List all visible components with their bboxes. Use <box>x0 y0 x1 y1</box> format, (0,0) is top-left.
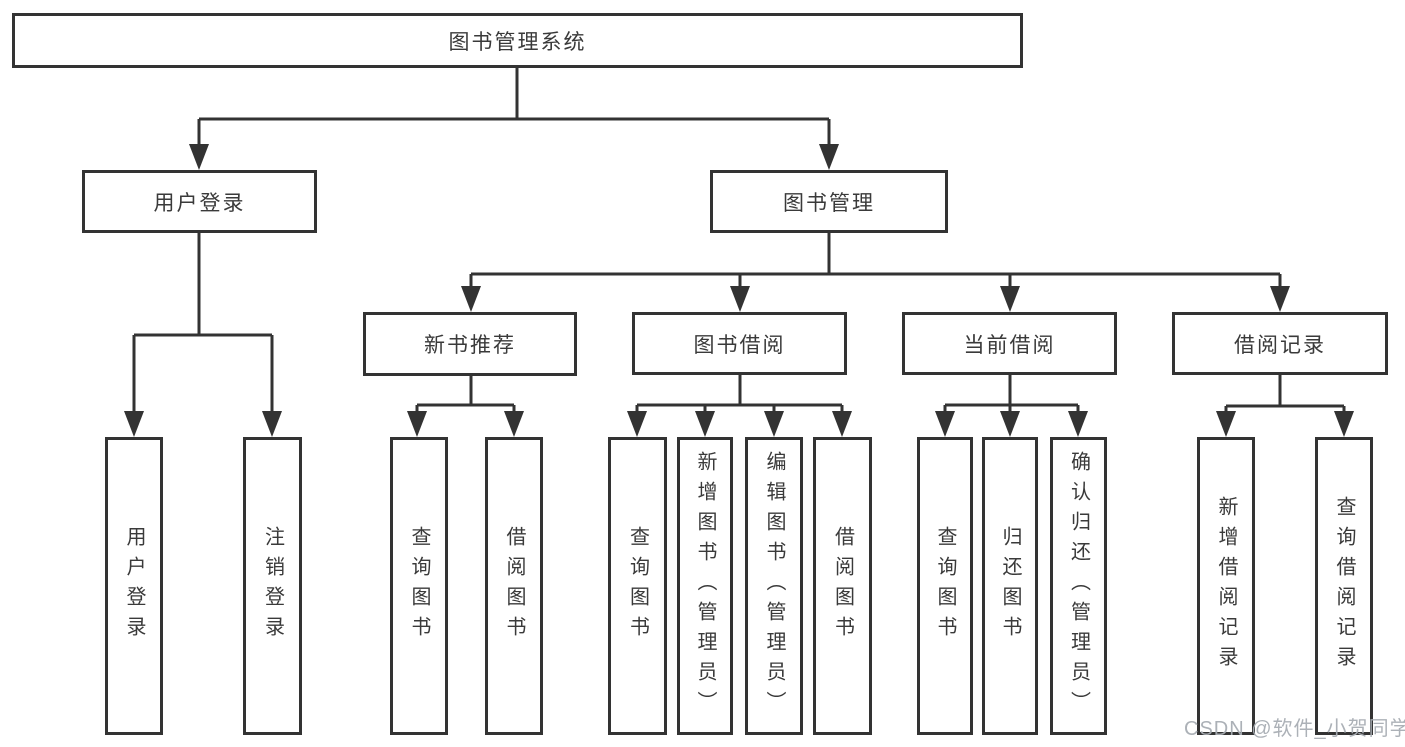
leaf-borrow-book: 借阅图书 <box>813 437 872 735</box>
node-borrowing-records: 借阅记录 <box>1172 312 1388 375</box>
leaf-query-borrow-record: 查询借阅记录 <box>1315 437 1373 735</box>
arrowheads <box>124 144 1354 437</box>
leaf-user-login: 用户登录 <box>105 437 163 735</box>
leaf-query-book: 查询图书 <box>390 437 448 735</box>
leaf-add-book-admin: 新增图书（管理员） <box>677 437 733 735</box>
leaf-query-book: 查询图书 <box>917 437 973 735</box>
leaf-logout: 注销登录 <box>243 437 302 735</box>
leaf-confirm-return-admin: 确认归还（管理员） <box>1050 437 1107 735</box>
node-new-book-recommend: 新书推荐 <box>363 312 577 376</box>
node-current-borrowing: 当前借阅 <box>902 312 1117 375</box>
node-book-management: 图书管理 <box>710 170 948 233</box>
node-user-login: 用户登录 <box>82 170 317 233</box>
leaf-return-book: 归还图书 <box>982 437 1038 735</box>
leaf-query-book: 查询图书 <box>608 437 667 735</box>
connector-lines <box>132 68 1346 417</box>
leaf-add-borrow-record: 新增借阅记录 <box>1197 437 1255 735</box>
node-book-borrowing: 图书借阅 <box>632 312 847 375</box>
node-root-system: 图书管理系统 <box>12 13 1023 68</box>
leaf-borrow-book: 借阅图书 <box>485 437 543 735</box>
csdn-watermark: CSDN @软件_小贺同学 <box>1184 718 1405 740</box>
leaf-edit-book-admin: 编辑图书（管理员） <box>745 437 803 735</box>
